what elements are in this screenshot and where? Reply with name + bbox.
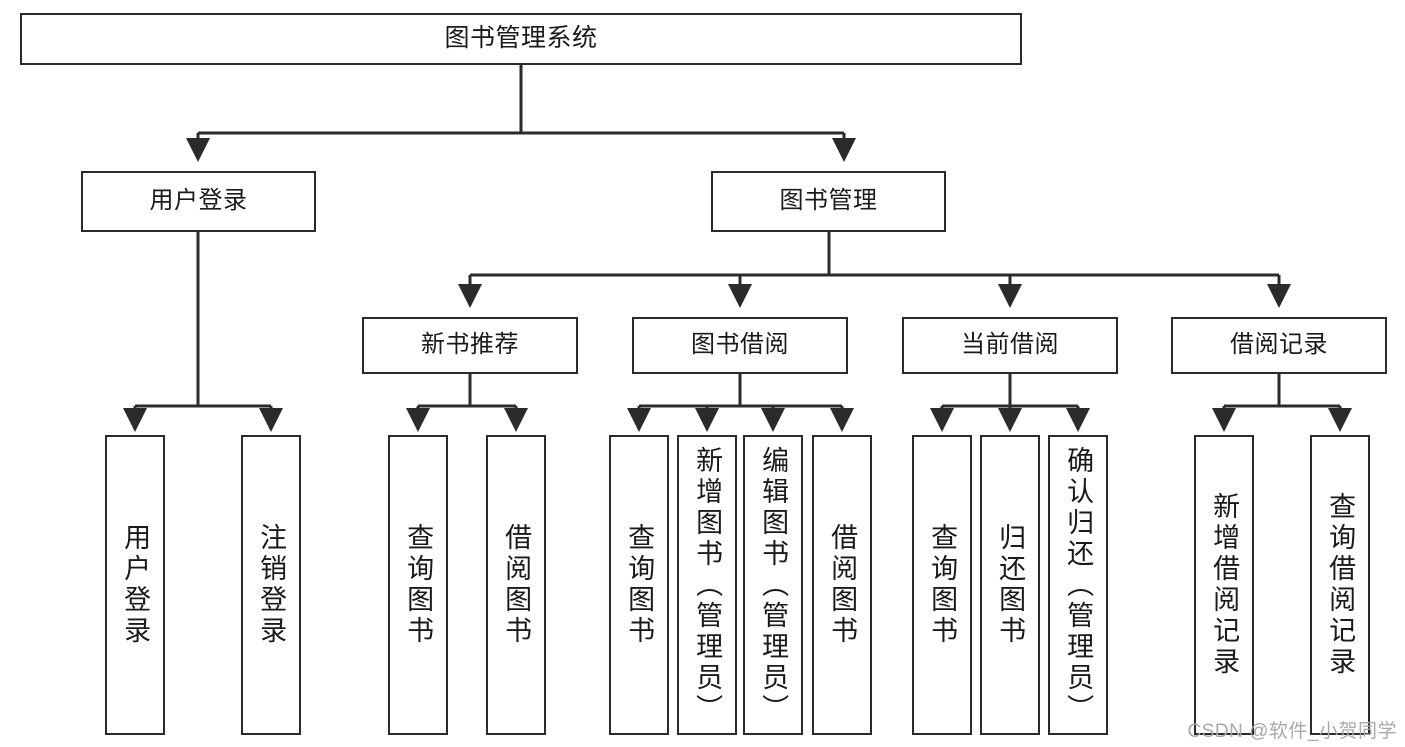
node-borrow-record[interactable]: 借阅记录 xyxy=(1171,317,1387,374)
node-root[interactable]: 图书管理系统 xyxy=(20,13,1022,65)
leaf-return-book[interactable]: 归还图书 xyxy=(980,435,1040,735)
leaf-query-book-borrow[interactable]: 查询图书 xyxy=(609,435,669,735)
leaf-user-login[interactable]: 用户登录 xyxy=(105,435,165,735)
leaf-borrow-book-recommend[interactable]: 借阅图书 xyxy=(486,435,546,735)
leaf-edit-book-admin[interactable]: 编辑图书（管理员） xyxy=(743,435,803,735)
watermark-text: CSDN @软件_小贺同学 xyxy=(1187,721,1397,742)
node-user-login[interactable]: 用户登录 xyxy=(81,171,316,232)
node-current-borrow[interactable]: 当前借阅 xyxy=(902,317,1118,374)
leaf-query-borrow-record[interactable]: 查询借阅记录 xyxy=(1310,435,1370,735)
leaf-query-book-current[interactable]: 查询图书 xyxy=(912,435,972,735)
node-new-book-recommend[interactable]: 新书推荐 xyxy=(362,317,578,374)
leaf-add-borrow-record[interactable]: 新增借阅记录 xyxy=(1194,435,1254,735)
leaf-logout[interactable]: 注销登录 xyxy=(241,435,301,735)
leaf-borrow-book[interactable]: 借阅图书 xyxy=(812,435,872,735)
leaf-query-book-recommend[interactable]: 查询图书 xyxy=(388,435,448,735)
node-book-management[interactable]: 图书管理 xyxy=(711,171,946,232)
leaf-confirm-return-admin[interactable]: 确认归还（管理员） xyxy=(1048,435,1108,735)
node-book-borrow[interactable]: 图书借阅 xyxy=(632,317,848,374)
leaf-add-book-admin[interactable]: 新增图书（管理员） xyxy=(677,435,737,735)
